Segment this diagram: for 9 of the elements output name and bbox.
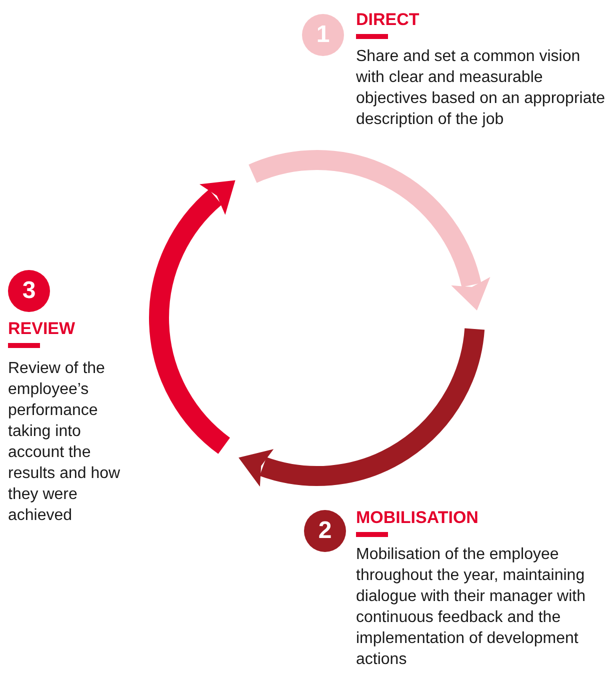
step-title: DIRECT — [356, 10, 420, 30]
step-number: 3 — [8, 270, 50, 312]
step-number: 1 — [302, 14, 344, 56]
step-number: 2 — [304, 510, 346, 552]
step-description: Share and set a common vision with clear and measurable objectives based on an appropriate description of the job — [356, 47, 606, 130]
step-description: Mobilisation of the employee throughout the year, maintaining dialogue with their manager with continuous feedback and the implementation of development actions — [356, 545, 586, 670]
step-title: MOBILISATION — [356, 508, 478, 528]
step-title: REVIEW — [8, 319, 76, 339]
step-description: Review of the employee’s performance taking into account the results and how they were achieved — [8, 359, 122, 526]
